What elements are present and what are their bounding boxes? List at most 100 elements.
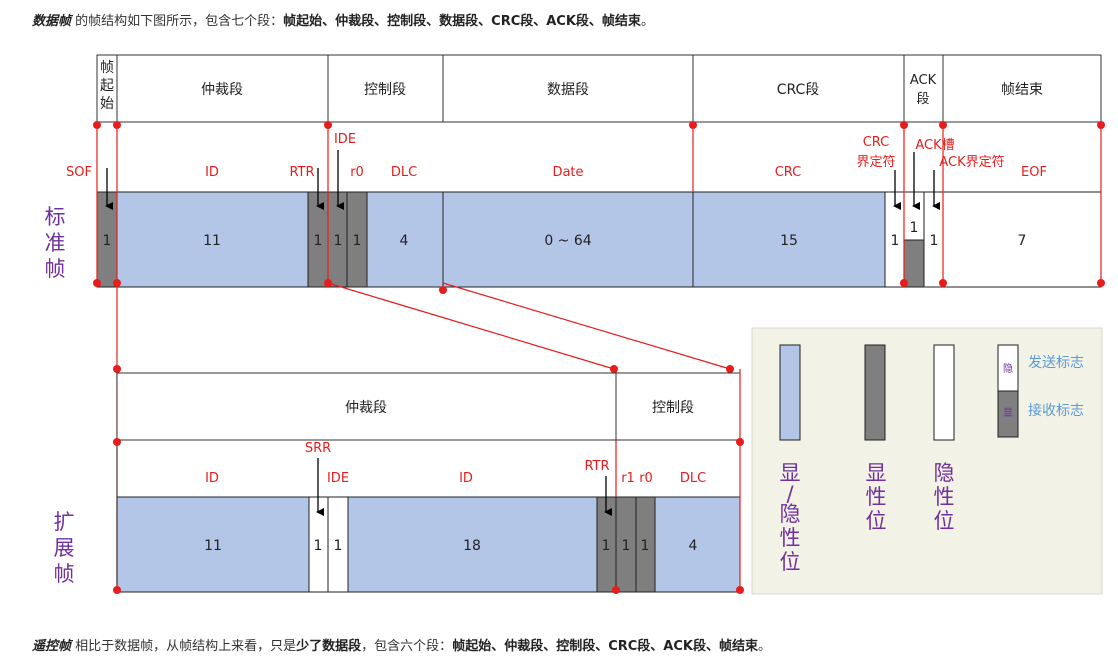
std-cell-data [442, 191, 694, 288]
bit-ide: 1 [334, 233, 343, 249]
intro-term: 数据帧 [32, 14, 72, 29]
legend-ack-swatch-dominant [997, 390, 1019, 438]
field-sof: SOF [66, 165, 92, 180]
standard-segment-header [96, 54, 1102, 123]
intro-segments: 帧起始、仲裁段、控制段、数据段、CRC段、ACK段、帧结束 [283, 14, 641, 29]
bit-rtr: 1 [314, 233, 323, 249]
seg-sof-1: 帧 [100, 60, 114, 76]
ext-cell-dlc [654, 496, 741, 593]
legend-mixed-5: 位 [780, 550, 801, 574]
ext-field-r0: r0 [639, 471, 653, 486]
std-cell-crc [692, 191, 886, 288]
std-cell-eof [942, 191, 1102, 288]
field-eof: EOF [1021, 165, 1047, 180]
intro-end: 。 [640, 14, 654, 29]
legend-recessive-swatch [933, 344, 955, 441]
legend-dominant-1: 显 [866, 461, 887, 485]
field-ide: IDE [334, 132, 356, 147]
legend-dominant-2: 性 [866, 485, 887, 509]
ext-field-r1: r1 [621, 471, 635, 486]
bit-dlc: 4 [400, 233, 409, 249]
bit-ack-delim: 1 [930, 233, 939, 249]
ext-field-rtr: RTR [584, 459, 609, 474]
ext-bit-r0: 1 [641, 538, 650, 554]
outro-highlight: 少了数据段 [296, 639, 362, 654]
legend-send-mark: 隐 [1003, 363, 1013, 375]
std-label-1: 标 [45, 205, 66, 229]
ext-seg-arbitration: 仲裁段 [345, 400, 387, 416]
field-rtr: RTR [289, 165, 314, 180]
outro-paragraph: 遥控帧 相比于数据帧，从帧结构上来看，只是少了数据段，包含六个段：帧起始、仲裁段… [32, 635, 771, 654]
seg-sof-2: 起 [100, 78, 114, 94]
field-ack-slot: ACK槽 [915, 138, 954, 153]
seg-data: 数据段 [547, 82, 589, 98]
outro-term: 遥控帧 [32, 639, 72, 654]
legend-mixed-1: 显 [780, 461, 801, 485]
ext-seg-control: 控制段 [652, 400, 694, 416]
seg-ack-1: ACK [910, 73, 937, 88]
field-data: Date [552, 165, 583, 180]
legend-recv-mark: 显 [1003, 407, 1013, 419]
legend-mixed-swatch [779, 344, 801, 441]
std-cell-id [116, 191, 309, 288]
bit-crc-delim: 1 [891, 233, 900, 249]
legend-mixed-3: 隐 [780, 502, 801, 526]
ext-bit-r1: 1 [622, 538, 631, 554]
extended-segment-header [116, 372, 741, 497]
ext-bit-dlc: 4 [689, 538, 698, 554]
legend-panel [751, 327, 1103, 595]
legend-dominant-3: 位 [866, 509, 887, 533]
ext-cell-id2 [347, 496, 598, 593]
field-id: ID [205, 165, 219, 180]
outro-end: 。 [757, 639, 771, 654]
ext-bit-id2: 18 [463, 538, 481, 554]
seg-crc: CRC段 [777, 82, 820, 98]
legend-dominant-swatch [864, 344, 886, 441]
field-dlc: DLC [391, 165, 417, 180]
outro-text2: ，包含六个段： [361, 639, 453, 654]
ext-field-id2: ID [459, 471, 473, 486]
outro-text: 相比于数据帧，从帧结构上来看，只是 [71, 639, 297, 654]
bit-sof: 1 [103, 233, 112, 249]
ext-cell-id [116, 496, 310, 593]
legend-send: 发送标志 [1028, 355, 1084, 371]
bit-eof: 7 [1018, 233, 1027, 249]
legend-mixed-2: / [786, 482, 794, 506]
legend-recessive-1: 隐 [934, 461, 955, 485]
legend-recv: 接收标志 [1028, 402, 1084, 419]
legend-recessive-3: 位 [934, 509, 955, 533]
seg-arbitration: 仲裁段 [201, 82, 243, 98]
bit-crc: 15 [780, 233, 798, 249]
legend-recessive-2: 性 [934, 485, 955, 509]
ext-bit-rtr: 1 [602, 538, 611, 554]
legend-mixed-4: 性 [780, 526, 801, 550]
intro-paragraph: 数据帧 的帧结构如下图所示，包含七个段：帧起始、仲裁段、控制段、数据段、CRC段… [32, 10, 654, 29]
std-label-2: 准 [45, 231, 66, 255]
field-crc-delim-2: 界定符 [856, 154, 895, 170]
bit-ack-slot: 1 [910, 220, 919, 236]
outro-segments: 帧起始、仲裁段、控制段、CRC段、ACK段、帧结束 [452, 639, 758, 654]
ext-label-1: 扩 [54, 510, 75, 534]
bit-id: 11 [203, 233, 221, 249]
seg-eof: 帧结束 [1001, 82, 1043, 98]
bit-data: 0 ~ 64 [544, 233, 591, 249]
ext-bit-srr: 1 [314, 538, 323, 554]
std-cell-ack-slot-dominant [903, 239, 925, 288]
seg-control: 控制段 [364, 82, 406, 98]
ext-label-3: 帧 [54, 562, 75, 586]
field-ack-delim: ACK界定符 [939, 154, 1004, 170]
ext-bit-ide: 1 [334, 538, 343, 554]
bit-r0: 1 [353, 233, 362, 249]
field-crc-delim-1: CRC [863, 135, 890, 150]
ext-label-2: 展 [54, 536, 75, 560]
ext-bit-id: 11 [204, 538, 222, 554]
std-cell-dlc [366, 191, 444, 288]
ext-field-id: ID [205, 471, 219, 486]
field-r0: r0 [350, 165, 364, 180]
seg-sof-3: 始 [100, 96, 114, 112]
ext-field-srr: SRR [305, 441, 331, 456]
std-label-3: 帧 [45, 257, 66, 281]
ext-field-dlc: DLC [680, 471, 706, 486]
intro-text: 的帧结构如下图所示，包含七个段： [71, 14, 284, 29]
